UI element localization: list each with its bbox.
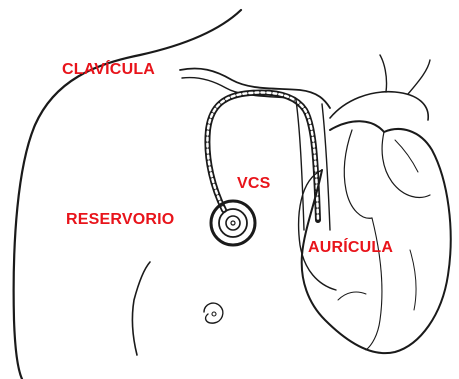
heart-vessel-right	[382, 132, 430, 197]
aorta-descending	[408, 60, 430, 94]
aortic-arch	[330, 92, 428, 120]
nipple	[204, 303, 223, 323]
heart-vessel-left	[344, 130, 372, 218]
axilla-line	[132, 262, 150, 355]
svc-label: VCS	[237, 176, 271, 192]
heart-shading-3	[395, 140, 418, 172]
reservoir-label: RESERVORIO	[66, 212, 174, 228]
clavicle-label: CLAVÍCULA	[62, 62, 155, 78]
port-reservoir	[211, 201, 255, 245]
atrium-label: AURÍCULA	[308, 240, 393, 256]
clavicle-bone	[180, 68, 330, 108]
heart-shading-2	[410, 250, 416, 310]
aorta-vessel	[380, 55, 387, 92]
heart-shading-1	[338, 292, 366, 300]
vena-cava-wall-right	[322, 104, 330, 230]
heart-groove	[366, 218, 382, 350]
